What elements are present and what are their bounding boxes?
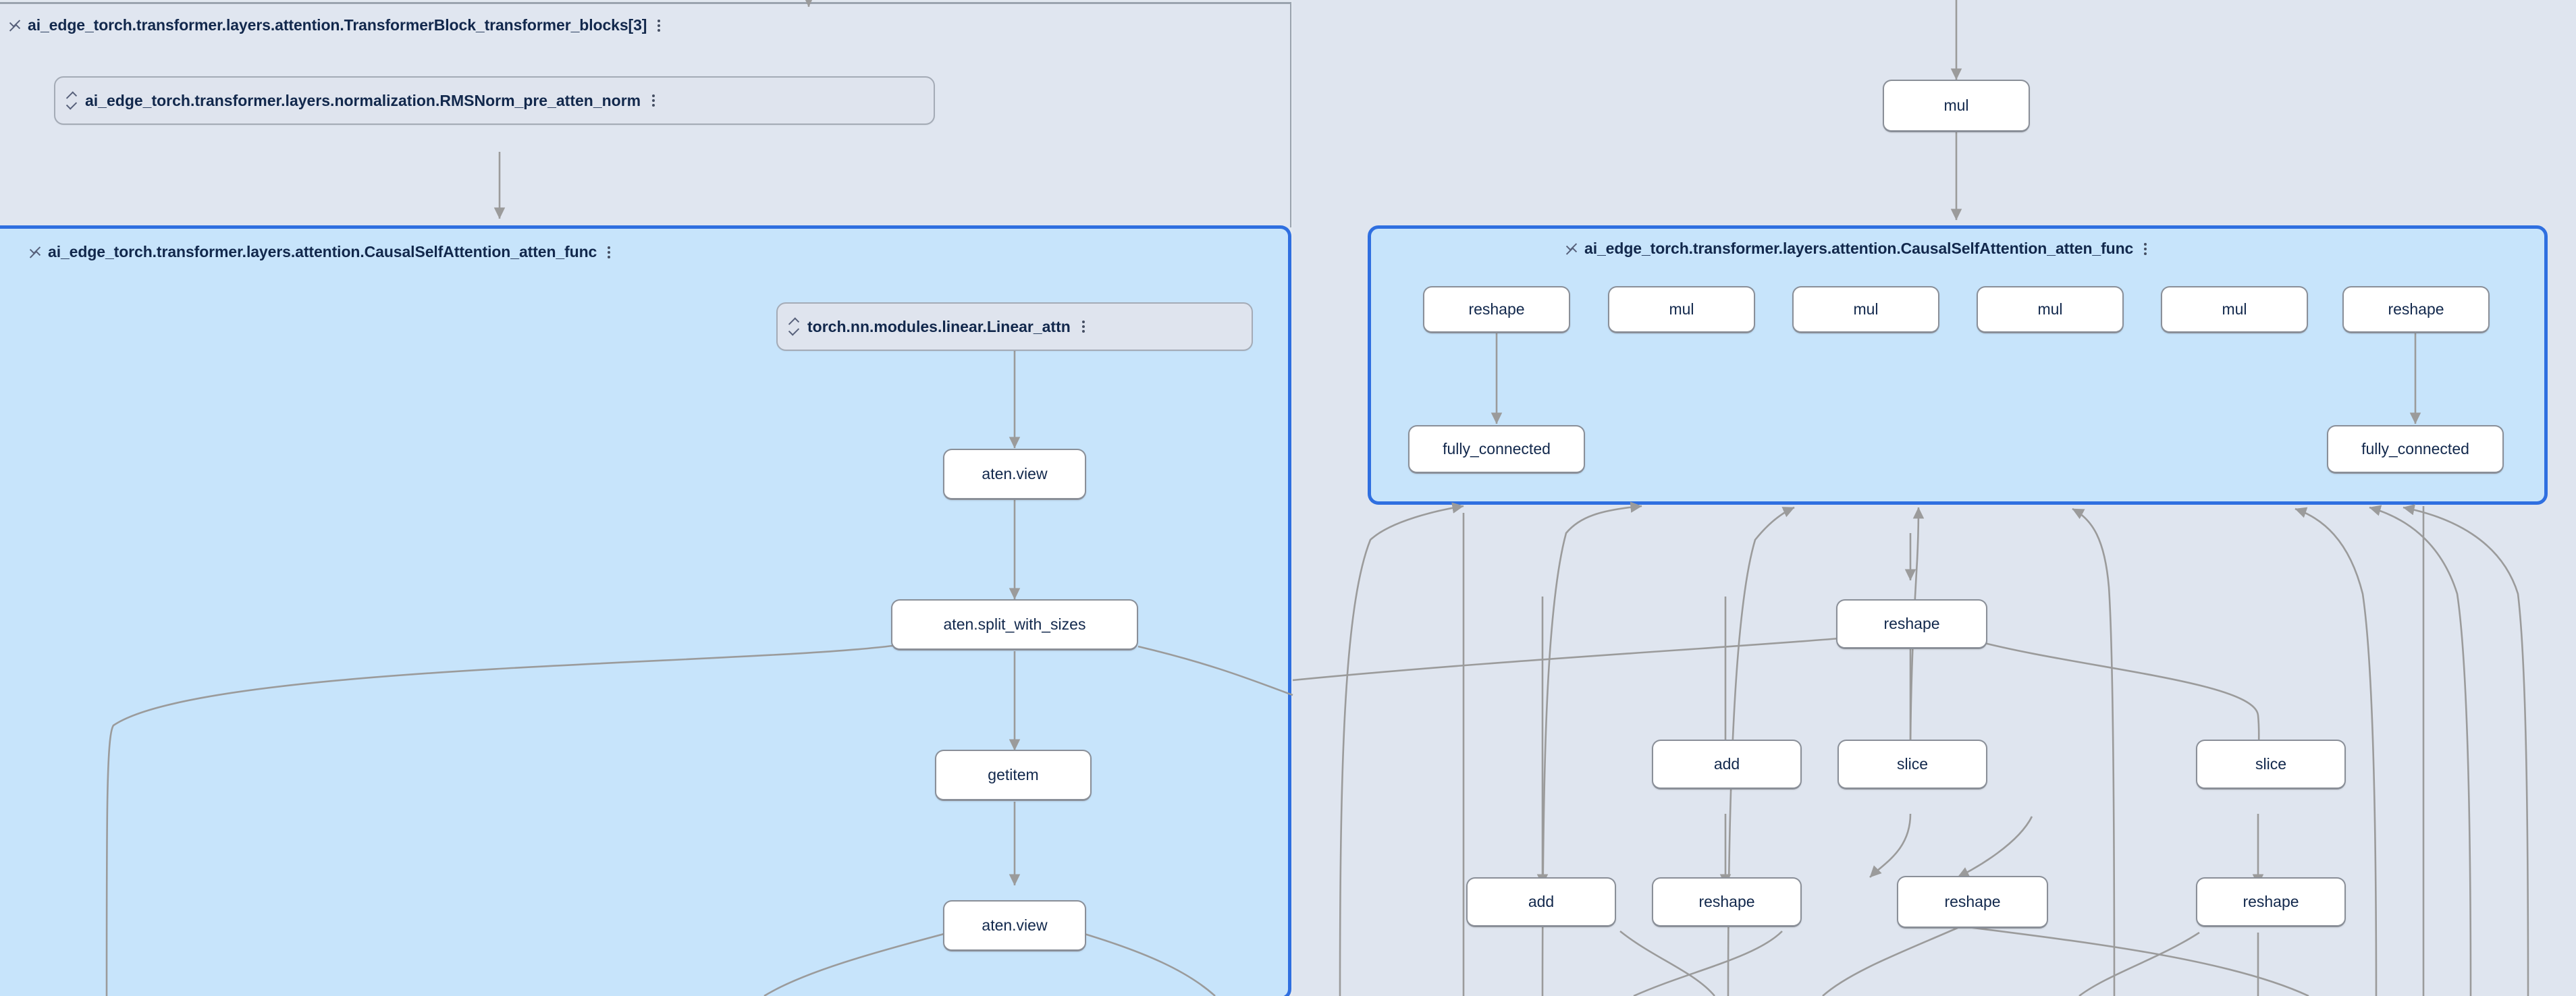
pill-label-linear-attn: torch.nn.modules.linear.Linear_attn (807, 317, 1071, 335)
node-aten-split-with-sizes[interactable]: aten.split_with_sizes (891, 599, 1138, 651)
node-label: mul (1669, 300, 1694, 318)
group-header-causal-self-attention-left[interactable]: ai_edge_torch.transformer.layers.attenti… (30, 243, 612, 261)
pill-rmsnorm-pre-atten-norm[interactable]: ai_edge_torch.transformer.layers.normali… (54, 76, 935, 125)
group-title-causal-self-attention-right: ai_edge_torch.transformer.layers.attenti… (1584, 240, 2134, 257)
node-aten-view-1[interactable]: aten.view (943, 449, 1086, 500)
node-label: mul (2222, 300, 2247, 318)
node-label: aten.split_with_sizes (943, 615, 1086, 633)
kebab-menu-icon[interactable] (607, 244, 612, 261)
node-label: reshape (1883, 615, 1940, 632)
collapse-chevrons-icon[interactable] (30, 244, 41, 261)
node-mul-r2[interactable]: mul (1792, 286, 1939, 333)
node-label: slice (1896, 755, 1928, 773)
group-header-causal-self-attention-right[interactable]: ai_edge_torch.transformer.layers.attenti… (1566, 240, 2149, 258)
node-mul-r4[interactable]: mul (2161, 286, 2308, 333)
node-label: getitem (988, 766, 1039, 783)
node-label: fully_connected (1443, 440, 1551, 458)
group-title-transformer-block: ai_edge_torch.transformer.layers.attenti… (28, 16, 647, 34)
node-label: add (1713, 755, 1740, 773)
node-add-2[interactable]: add (1466, 877, 1616, 927)
node-label: mul (1943, 96, 1969, 114)
node-label: reshape (2243, 893, 2299, 910)
node-reshape-r2[interactable]: reshape (2342, 286, 2490, 333)
kebab-menu-icon[interactable] (651, 92, 657, 109)
node-label: mul (1853, 300, 1879, 318)
node-label: reshape (1468, 300, 1525, 318)
node-mul-r3[interactable]: mul (1977, 286, 2124, 333)
node-slice-2[interactable]: slice (2196, 740, 2346, 790)
node-label: reshape (2388, 300, 2444, 318)
node-label: mul (2037, 300, 2063, 318)
node-mul-r1[interactable]: mul (1608, 286, 1755, 333)
collapse-chevrons-icon[interactable] (1566, 240, 1577, 258)
node-label: slice (2255, 755, 2286, 773)
node-reshape-b2[interactable]: reshape (1897, 876, 2048, 929)
node-label: add (1528, 893, 1555, 910)
node-slice-1[interactable]: slice (1837, 740, 1987, 790)
node-reshape-r1[interactable]: reshape (1423, 286, 1570, 333)
expand-chevrons-icon[interactable] (788, 318, 799, 335)
kebab-menu-icon[interactable] (2143, 240, 2149, 258)
node-label: reshape (1698, 893, 1755, 910)
node-add-1[interactable]: add (1652, 740, 1802, 790)
node-reshape-b3[interactable]: reshape (2196, 877, 2346, 927)
node-label: reshape (1944, 893, 2001, 910)
node-fully-connected-1[interactable]: fully_connected (1408, 425, 1585, 474)
pill-linear-attn[interactable]: torch.nn.modules.linear.Linear_attn (776, 302, 1253, 351)
node-aten-view-2[interactable]: aten.view (943, 900, 1086, 951)
node-reshape-b1[interactable]: reshape (1652, 877, 1802, 927)
node-reshape-mid[interactable]: reshape (1836, 599, 1987, 649)
pill-label-rmsnorm: ai_edge_torch.transformer.layers.normali… (85, 91, 641, 109)
expand-chevrons-icon[interactable] (66, 92, 77, 109)
node-label: aten.view (982, 916, 1048, 934)
group-title-causal-self-attention-left: ai_edge_torch.transformer.layers.attenti… (48, 243, 597, 260)
node-getitem[interactable]: getitem (935, 750, 1092, 801)
node-label: fully_connected (2361, 440, 2469, 458)
collapse-chevrons-icon[interactable] (9, 17, 20, 34)
node-label: aten.view (982, 465, 1048, 482)
kebab-menu-icon[interactable] (1081, 318, 1087, 335)
node-mul-top[interactable]: mul (1883, 80, 2030, 132)
kebab-menu-icon[interactable] (657, 17, 662, 34)
group-header-transformer-block[interactable]: ai_edge_torch.transformer.layers.attenti… (9, 16, 662, 34)
node-fully-connected-2[interactable]: fully_connected (2327, 425, 2504, 474)
